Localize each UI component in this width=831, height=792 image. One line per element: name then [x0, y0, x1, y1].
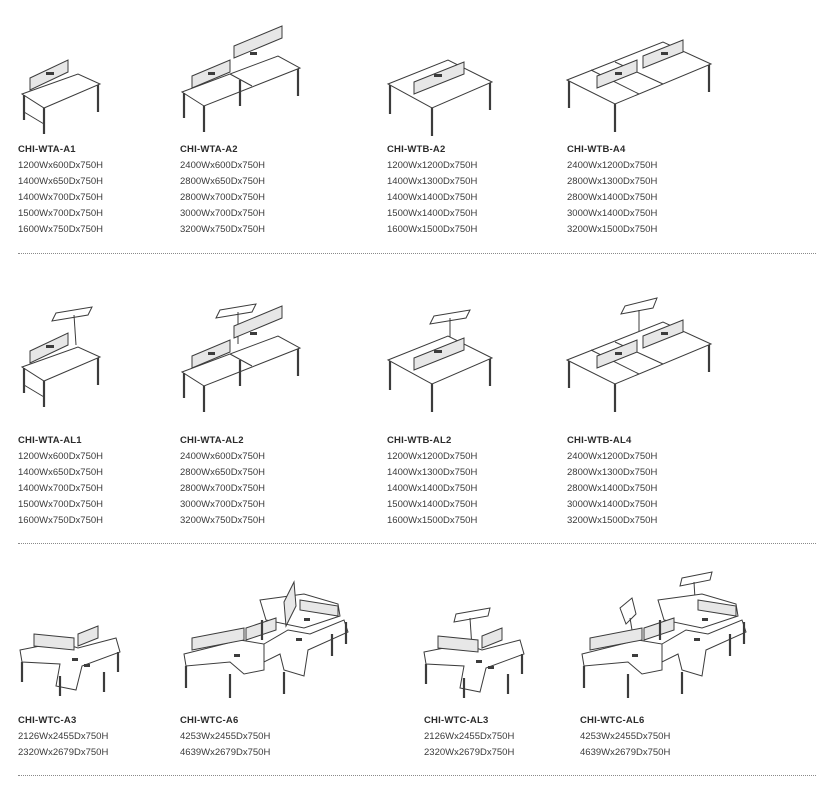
product-code: CHI-WTB-AL2 — [387, 435, 452, 446]
product-size: 1400Wx1400Dx750H — [387, 192, 478, 203]
product-size: 3000Wx700Dx750H — [180, 208, 266, 219]
product-size: 4639Wx2679Dx750H — [580, 747, 671, 758]
product-size: 1400Wx650Dx750H — [18, 467, 104, 478]
product-size: 1400Wx1300Dx750H — [387, 467, 478, 478]
desk-drawing-wtc-a6 — [180, 580, 355, 706]
product-code: CHI-WTB-A4 — [567, 144, 626, 155]
product-size: 2400Wx1200Dx750H — [567, 160, 658, 171]
product-spec: CHI-WTB-AL2 1200Wx1200Dx750H 1400Wx1300D… — [387, 433, 477, 529]
product-code: CHI-WTB-AL4 — [567, 435, 632, 446]
product-size: 2800Wx1300Dx750H — [567, 467, 658, 478]
desk-drawing-wta-al1 — [18, 303, 108, 415]
product-size: 1600Wx1500Dx750H — [387, 515, 478, 526]
product-size: 1600Wx750Dx750H — [18, 224, 104, 235]
product-size: 2800Wx1300Dx750H — [567, 176, 658, 187]
product-size: 1400Wx1300Dx750H — [387, 176, 478, 187]
section-divider — [18, 543, 816, 544]
product-spec: CHI-WTC-AL6 4253Wx2455Dx750H 4639Wx2679D… — [580, 713, 670, 761]
product-code: CHI-WTC-A3 — [18, 715, 77, 726]
desk-drawing-wtc-al6 — [578, 570, 753, 706]
product-size: 2400Wx600Dx750H — [180, 160, 266, 171]
product-size: 1400Wx700Dx750H — [18, 192, 104, 203]
product-size: 2800Wx650Dx750H — [180, 176, 266, 187]
desk-drawing-wtb-al2 — [386, 308, 496, 416]
product-size: 4253Wx2455Dx750H — [580, 731, 671, 742]
desk-drawing-wtb-a4 — [565, 22, 715, 142]
product-spec: CHI-WTC-A6 4253Wx2455Dx750H 4639Wx2679Dx… — [180, 713, 270, 761]
product-size: 3200Wx750Dx750H — [180, 515, 266, 526]
product-code: CHI-WTC-AL6 — [580, 715, 645, 726]
product-code: CHI-WTA-AL1 — [18, 435, 82, 446]
product-spec: CHI-WTC-AL3 2126Wx2455Dx750H 2320Wx2679D… — [424, 713, 514, 761]
product-size: 2800Wx700Dx750H — [180, 483, 266, 494]
product-size: 2800Wx1400Dx750H — [567, 192, 658, 203]
product-size: 3200Wx1500Dx750H — [567, 224, 658, 235]
product-spec: CHI-WTC-A3 2126Wx2455Dx750H 2320Wx2679Dx… — [18, 713, 108, 761]
desk-drawing-wtb-a2 — [386, 40, 496, 142]
product-size: 1500Wx1400Dx750H — [387, 208, 478, 219]
desk-drawing-wtb-al4 — [565, 296, 715, 422]
desk-drawing-wtc-al3 — [420, 604, 532, 704]
product-size: 2800Wx700Dx750H — [180, 192, 266, 203]
product-code: CHI-WTB-A2 — [387, 144, 446, 155]
product-code: CHI-WTC-A6 — [180, 715, 239, 726]
product-spec: CHI-WTA-A1 1200Wx600Dx750H 1400Wx650Dx75… — [18, 142, 103, 238]
product-size: 1200Wx600Dx750H — [18, 451, 104, 462]
product-code: CHI-WTA-A2 — [180, 144, 238, 155]
product-spec: CHI-WTB-A4 2400Wx1200Dx750H 2800Wx1300Dx… — [567, 142, 657, 238]
product-spec: CHI-WTA-A2 2400Wx600Dx750H 2800Wx650Dx75… — [180, 142, 265, 238]
product-size: 2320Wx2679Dx750H — [424, 747, 515, 758]
section-divider — [18, 775, 816, 776]
product-size: 2400Wx1200Dx750H — [567, 451, 658, 462]
product-size: 1400Wx700Dx750H — [18, 483, 104, 494]
product-code: CHI-WTA-A1 — [18, 144, 76, 155]
product-size: 1500Wx700Dx750H — [18, 499, 104, 510]
product-size: 2126Wx2455Dx750H — [424, 731, 515, 742]
product-spec: CHI-WTB-A2 1200Wx1200Dx750H 1400Wx1300Dx… — [387, 142, 477, 238]
product-size: 1500Wx1400Dx750H — [387, 499, 478, 510]
product-size: 1200Wx1200Dx750H — [387, 451, 478, 462]
product-size: 3200Wx750Dx750H — [180, 224, 266, 235]
product-size: 1400Wx1400Dx750H — [387, 483, 478, 494]
product-size: 1600Wx750Dx750H — [18, 515, 104, 526]
product-size: 2800Wx1400Dx750H — [567, 483, 658, 494]
product-size: 2126Wx2455Dx750H — [18, 731, 109, 742]
desk-drawing-wta-a1 — [18, 50, 108, 142]
product-spec: CHI-WTB-AL4 2400Wx1200Dx750H 2800Wx1300D… — [567, 433, 657, 529]
product-size: 4253Wx2455Dx750H — [180, 731, 271, 742]
product-size: 2800Wx650Dx750H — [180, 467, 266, 478]
product-size: 3200Wx1500Dx750H — [567, 515, 658, 526]
product-code: CHI-WTC-AL3 — [424, 715, 489, 726]
product-size: 3000Wx1400Dx750H — [567, 499, 658, 510]
product-size: 3000Wx1400Dx750H — [567, 208, 658, 219]
product-size: 4639Wx2679Dx750H — [180, 747, 271, 758]
desk-drawing-wta-al2 — [178, 300, 308, 422]
section-divider — [18, 253, 816, 254]
desk-drawing-wta-a2 — [178, 22, 308, 142]
product-size: 2320Wx2679Dx750H — [18, 747, 109, 758]
product-size: 1600Wx1500Dx750H — [387, 224, 478, 235]
product-size: 2400Wx600Dx750H — [180, 451, 266, 462]
product-size: 1200Wx600Dx750H — [18, 160, 104, 171]
product-size: 1500Wx700Dx750H — [18, 208, 104, 219]
desk-drawing-wtc-a3 — [16, 620, 128, 704]
product-size: 1400Wx650Dx750H — [18, 176, 104, 187]
product-size: 3000Wx700Dx750H — [180, 499, 266, 510]
product-spec: CHI-WTA-AL1 1200Wx600Dx750H 1400Wx650Dx7… — [18, 433, 103, 529]
product-size: 1200Wx1200Dx750H — [387, 160, 478, 171]
product-code: CHI-WTA-AL2 — [180, 435, 244, 446]
product-spec: CHI-WTA-AL2 2400Wx600Dx750H 2800Wx650Dx7… — [180, 433, 265, 529]
